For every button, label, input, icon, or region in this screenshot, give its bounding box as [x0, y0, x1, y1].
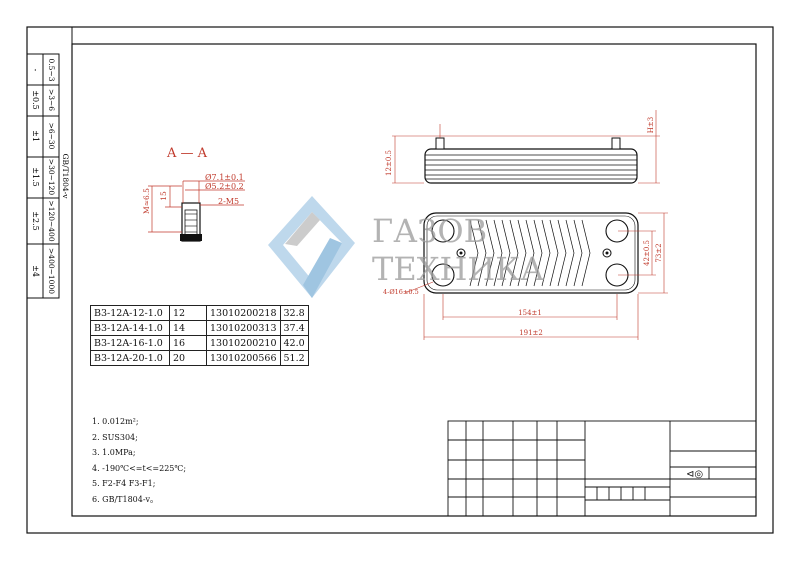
tol-range-2: >3~6 [47, 89, 56, 111]
port-f2 [431, 263, 455, 287]
watermark-line1: ГАЗОВ [372, 212, 487, 250]
cell-weight: 37.4 [279, 320, 309, 336]
section-view-aa: A — A Ø7.1±0.1 Ø5.2±0.2 2-M5 15 M≈6.5 [142, 146, 245, 242]
note-item: 3. 1.0MPa; [92, 448, 136, 458]
title-block [447, 420, 757, 517]
cell-plates: 12 [169, 305, 207, 321]
cell-weight: 42.0 [279, 335, 309, 351]
side-left-dim: 12±0.5 [385, 150, 393, 176]
port-f1 [431, 219, 455, 243]
cell-model: B3-12A-20-1.0 [90, 350, 170, 366]
tol-heading: GB/T1804-v [61, 154, 70, 200]
dim-width-inner: 154±1 [518, 309, 542, 317]
tol-value-4: ±1.5 [31, 167, 40, 186]
cell-plates: 20 [169, 350, 207, 366]
cell-weight: 51.2 [279, 350, 309, 366]
drawing-frame [71, 43, 757, 517]
dim-height-outer: 73±2 [655, 243, 663, 262]
note-item: 2. SUS304; [92, 432, 138, 442]
cell-model: B3-12A-16-1.0 [90, 335, 170, 351]
note-item: 5. F2-F4 F3-F1; [92, 479, 156, 489]
cell-weight: 32.8 [279, 305, 309, 321]
chevron-pattern [469, 219, 591, 287]
table-row: B3-12A-16-1.0 16 13010200210 42.0 [90, 335, 309, 351]
notes-list: 1. 0.012m²; 2. SUS304; 3. 1.0MPa; 4. -19… [92, 414, 186, 508]
cell-code: 13010200566 [206, 350, 281, 366]
tol-range-4: >30~120 [47, 159, 56, 196]
dim-height-inner: 42±0.5 [643, 240, 651, 266]
watermark-logo: ГАЗОВ ТЕХНИКА [268, 196, 544, 298]
side-right-dim: H±3 [647, 117, 655, 133]
watermark-line2: ТЕХНИКА [372, 250, 544, 288]
models-table: B3-12A-12-1.0 12 13010200218 32.8 B3-12A… [90, 305, 309, 366]
front-view: 4-Ø16±0.5 154±1 191±2 42±0.5 73±2 [383, 212, 668, 340]
cell-code: 13010200210 [206, 335, 281, 351]
dim-height: 15 [159, 191, 168, 201]
note-item: 4. -190℃<=t<=225℃; [92, 463, 187, 473]
projection-symbol: ⊲◎ [686, 469, 703, 480]
tol-value-1: - [31, 69, 40, 72]
section-title: A — A [166, 146, 208, 161]
dim-holes: 4-Ø16±0.5 [383, 288, 419, 296]
table-row: B3-12A-14-1.0 14 13010200313 37.4 [90, 320, 309, 336]
tol-range-5: >120~400 [47, 200, 56, 241]
cell-plates: 16 [169, 335, 207, 351]
cell-model: B3-12A-14-1.0 [90, 320, 170, 336]
cell-plates: 14 [169, 320, 207, 336]
note-item: 6. GB/T1804-v。 [92, 494, 159, 504]
tol-value-2: ±0.5 [31, 90, 40, 109]
tol-range-6: >400~1000 [47, 248, 56, 294]
table-row: B3-12A-20-1.0 20 13010200566 51.2 [90, 350, 309, 366]
tol-value-6: ±4 [31, 265, 40, 277]
cell-code: 13010200218 [206, 305, 281, 321]
dim-inner-dia: Ø5.2±0.2 [205, 182, 244, 191]
dim-width-outer: 191±2 [519, 329, 543, 337]
tol-value-3: ±1 [31, 130, 40, 142]
dim-outer-dia: Ø7.1±0.1 [205, 173, 244, 182]
cell-code: 13010200313 [206, 320, 281, 336]
dim-length: M≈6.5 [142, 188, 151, 214]
tol-value-5: ±2.5 [31, 211, 40, 230]
cell-model: B3-12A-12-1.0 [90, 305, 170, 321]
side-view: 12±0.5 H±3 [385, 110, 660, 184]
table-row: B3-12A-12-1.0 12 13010200218 32.8 [90, 305, 309, 321]
tol-range-3: >6~30 [47, 123, 56, 150]
tol-range-1: 0.5~3 [47, 59, 56, 82]
dim-thread: 2-M5 [218, 197, 239, 206]
note-item: 1. 0.012m²; [92, 417, 139, 426]
tolerance-strip: 0.5~3 >3~6 >6~30 >30~120 >120~400 >400~1… [26, 53, 70, 299]
